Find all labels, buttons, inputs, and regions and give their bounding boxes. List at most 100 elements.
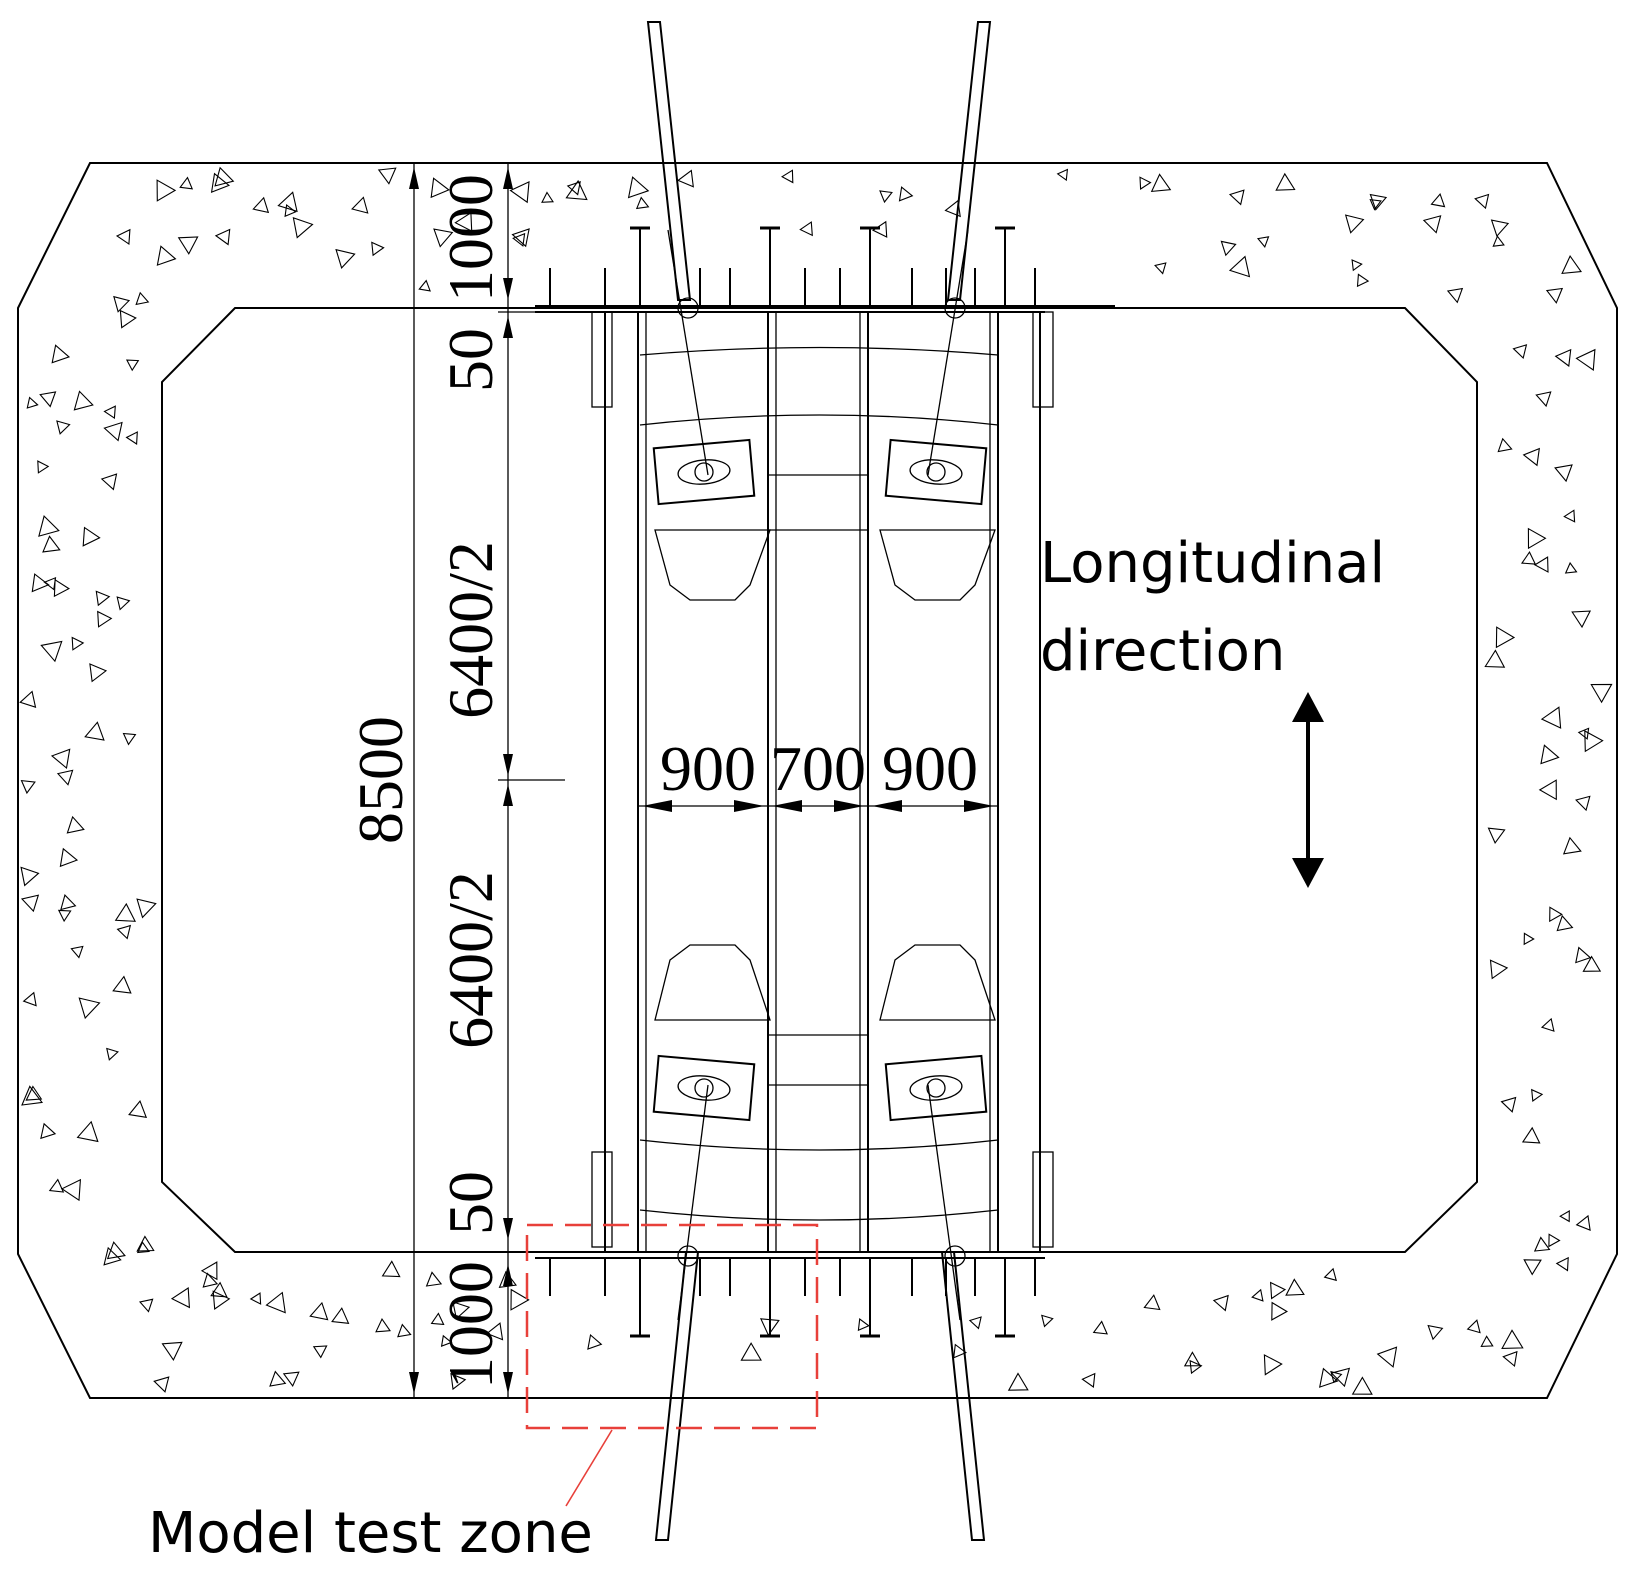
aggregate-mark bbox=[1081, 1372, 1096, 1388]
aggregate-mark bbox=[1330, 1370, 1343, 1384]
aggregate-mark bbox=[450, 1372, 467, 1391]
aggregate-mark bbox=[1422, 215, 1442, 234]
aggregate-mark bbox=[1540, 744, 1560, 765]
aggregate-mark bbox=[1056, 168, 1069, 182]
aggregate-mark bbox=[26, 396, 39, 409]
concrete-aggregate-hatch bbox=[19, 166, 1613, 1395]
aggregate-mark bbox=[1376, 1346, 1398, 1368]
aggregate-mark bbox=[452, 1301, 471, 1320]
aggregate-mark bbox=[425, 1271, 443, 1287]
aggregate-mark bbox=[265, 1291, 286, 1314]
dim-total: 8500 bbox=[345, 716, 416, 844]
aggregate-mark bbox=[511, 228, 530, 248]
aggregate-mark bbox=[485, 1322, 504, 1341]
aggregate-mark bbox=[898, 186, 914, 202]
aggregate-mark bbox=[1523, 932, 1535, 946]
dim-width-right: 900 bbox=[882, 733, 978, 804]
aggregate-mark bbox=[60, 894, 77, 911]
aggregate-mark bbox=[177, 236, 199, 255]
aggregate-mark bbox=[25, 1085, 43, 1101]
aggregate-mark bbox=[566, 180, 581, 196]
aggregate-mark bbox=[1269, 1281, 1287, 1300]
aggregate-mark bbox=[1351, 1376, 1373, 1395]
aggregate-mark bbox=[635, 196, 650, 210]
aggregate-mark bbox=[1501, 1329, 1524, 1349]
aggregate-mark bbox=[78, 997, 101, 1020]
aggregate-mark bbox=[1487, 827, 1506, 844]
direction-label-line1: Longitudinal bbox=[1040, 531, 1385, 596]
aggregate-mark bbox=[1092, 1320, 1108, 1335]
aggregate-mark bbox=[799, 221, 813, 237]
aggregate-mark bbox=[1564, 561, 1578, 574]
aggregate-mark bbox=[1007, 1372, 1029, 1391]
aggregate-mark bbox=[309, 1301, 329, 1321]
aggregate-mark bbox=[48, 1178, 65, 1193]
dim-width-left: 900 bbox=[660, 733, 756, 804]
aggregate-mark bbox=[95, 590, 111, 607]
aggregate-mark bbox=[170, 1287, 191, 1309]
aggregate-mark bbox=[40, 1122, 57, 1140]
aggregate-mark bbox=[1228, 255, 1251, 278]
aggregate-mark bbox=[20, 779, 36, 795]
aggregate-mark bbox=[128, 1100, 148, 1118]
model-test-zone-label: Model test zone bbox=[148, 1501, 593, 1566]
aggregate-mark bbox=[1139, 176, 1152, 190]
dim-width-mid: 700 bbox=[770, 733, 866, 804]
aggregate-mark bbox=[1480, 1335, 1494, 1347]
aggregate-mark bbox=[1220, 240, 1237, 257]
aggregate-mark bbox=[1427, 1324, 1444, 1341]
aggregate-mark bbox=[1521, 551, 1537, 565]
aggregate-mark bbox=[781, 169, 794, 184]
aggregate-mark bbox=[210, 1281, 228, 1298]
aggregate-mark bbox=[1466, 1319, 1481, 1334]
aggregate-mark bbox=[440, 1334, 453, 1347]
aggregate-mark bbox=[1490, 219, 1510, 238]
aggregate-mark bbox=[1446, 287, 1464, 304]
aggregate-mark bbox=[587, 1333, 603, 1350]
aggregate-mark bbox=[136, 1241, 151, 1254]
aggregate-mark bbox=[71, 636, 85, 651]
aggregate-mark bbox=[1584, 730, 1604, 753]
aggregate-mark bbox=[879, 190, 893, 204]
aggregate-mark bbox=[1323, 1267, 1337, 1282]
aggregate-mark bbox=[1571, 610, 1592, 629]
dim-top-cover: 1000 bbox=[435, 174, 506, 302]
aggregate-mark bbox=[1538, 779, 1557, 801]
aggregate-mark bbox=[1154, 262, 1167, 275]
aggregate-mark bbox=[430, 1312, 445, 1326]
aggregate-mark bbox=[1559, 1210, 1570, 1223]
aggregate-mark bbox=[156, 245, 177, 266]
aggregate-mark bbox=[66, 815, 85, 834]
aggregate-mark bbox=[135, 291, 150, 306]
aggregate-mark bbox=[114, 902, 137, 922]
aggregate-mark bbox=[1548, 1233, 1561, 1248]
aggregate-mark bbox=[19, 690, 37, 709]
aggregate-mark bbox=[282, 1371, 300, 1387]
aggregate-mark bbox=[1285, 1278, 1305, 1296]
aggregate-mark bbox=[50, 748, 71, 770]
aggregate-mark bbox=[103, 1246, 122, 1266]
aggregate-mark bbox=[1545, 287, 1564, 304]
dim-half-lower: 6400/2 bbox=[435, 871, 506, 1049]
aggregate-mark bbox=[1531, 1088, 1544, 1102]
aggregate-mark bbox=[1330, 1367, 1351, 1388]
aggregate-mark bbox=[1369, 193, 1388, 211]
aggregate-mark bbox=[119, 309, 137, 329]
aggregate-mark bbox=[59, 847, 79, 868]
aggregate-mark bbox=[20, 894, 40, 913]
aggregate-mark bbox=[214, 228, 231, 246]
aggregate-mark bbox=[1554, 348, 1572, 368]
aggregate-mark bbox=[1275, 172, 1296, 191]
aggregate-mark bbox=[627, 176, 650, 199]
aggregate-mark bbox=[1489, 959, 1509, 980]
aggregate-mark bbox=[433, 228, 454, 248]
aggregate-mark bbox=[40, 640, 63, 663]
aggregate-mark bbox=[1523, 1259, 1542, 1276]
aggregate-mark bbox=[1495, 626, 1516, 649]
aggregate-mark bbox=[377, 167, 397, 185]
aggregate-mark bbox=[103, 421, 123, 442]
aggregate-mark bbox=[56, 769, 74, 786]
aggregate-mark bbox=[43, 576, 57, 591]
aggregate-mark bbox=[179, 176, 194, 190]
aggregate-mark bbox=[21, 1085, 44, 1106]
